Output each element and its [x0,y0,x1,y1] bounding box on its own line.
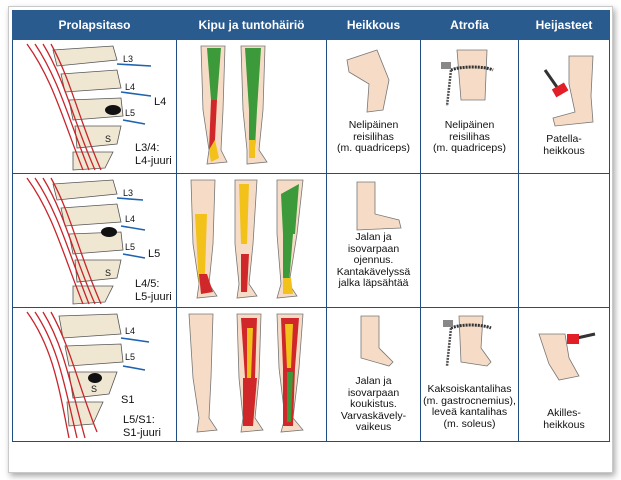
atrophy-text-l4: Nelipäinen reisilihas (m. quadriceps) [421,119,518,155]
thigh-measure-illustration [441,49,494,107]
header-pain: Kipu ja tuntohäiriö [176,10,327,40]
patella-reflex-illustration [543,55,594,127]
vertebra-label: S [91,384,97,394]
level-label-line2: L5-juuri [135,291,172,303]
weakness-cell-s1: Jalan ja isovarpaan koukistus. Varvaskäv… [326,307,421,442]
caption-line: reisilihas [449,130,490,143]
caption-line: Nelipäinen [348,119,399,131]
achilles-reflex-illustration [538,332,596,381]
foot-dorsiflexion-illustration [356,181,402,231]
knee-illustration [346,49,390,113]
pain-cell-l5 [176,173,327,308]
root-label: L5 [148,248,161,260]
figure-frame: Prolapsitaso Kipu ja tuntohäiriö Heikkou… [8,6,613,473]
level-label-line1: L3/4: [135,142,160,154]
caption-line: isovarpaan [347,386,400,399]
vertebra-label: L4 [125,214,135,224]
spine-illustration-l4: L3 L4 L5 S [26,43,152,171]
pain-cell-s1 [176,307,327,442]
pain-cell-l4 [176,39,327,174]
spine-cell-l5: L3 L4 L5 S L5 L4/5: L5-juuri [12,173,177,308]
vertebra-label: L5 [125,352,135,362]
caption-line: (m. soleus) [443,417,496,430]
vertebra-label: L4 [125,326,135,336]
table-row-l4: L3 L4 L5 S L4 L3/4: L4-juuri [12,39,610,174]
root-label: L4 [154,96,167,108]
header-reflex: Heijasteet [518,10,610,40]
caption-line: (m. quadriceps) [337,142,410,154]
atrophy-cell-s1: Kaksoiskantalihas (m. gastrocnemius), le… [420,307,519,442]
weakness-text-s1: Jalan ja isovarpaan koukistus. Varvaskäv… [327,375,420,434]
caption-line: Akilles- [547,407,581,419]
caption-line: Patella- [546,133,582,145]
caption-line: Nelipäinen [444,119,495,131]
caption-line: vaikeus [355,421,392,433]
caption-line: (m. quadriceps) [433,142,506,154]
atrophy-cell-l4: Nelipäinen reisilihas (m. quadriceps) [420,39,519,174]
reflex-cell-s1: Akilles- heikkous [518,307,610,442]
caption-line: (m. gastrocnemius), [423,394,516,407]
level-label-line2: S1-juuri [123,427,161,439]
weakness-cell-l5: Jalan ja isovarpaan ojennus. Kantakävely… [326,173,421,308]
caption-line: isovarpaan [347,242,400,255]
vertebra-label: S [105,134,111,144]
atrophy-cell-l5 [420,173,519,308]
level-label-line1: L5/S1: [123,414,155,426]
caption-line: heikkous [543,144,585,157]
vertebra-label: L3 [123,188,133,198]
prolapse-table: Prolapsitaso Kipu ja tuntohäiriö Heikkou… [12,10,610,442]
caption-line: ojennus. [353,254,394,266]
atrophy-text-s1: Kaksoiskantalihas (m. gastrocnemius), le… [421,383,518,430]
leg-pain-map-l5 [190,179,304,299]
caption-line: reisilihas [353,130,394,143]
spine-illustration-l5: L3 L4 L5 S [26,177,146,305]
table-row-s1: L4 L5 S S1 L5/S1: S1-juuri [12,307,610,442]
caption-line: jalka läpsähtää [338,277,409,289]
caption-line: Jalan ja [355,375,392,387]
table-row-l5: L3 L4 L5 S L5 L4/5: L5-juuri [12,173,610,308]
vertebra-label: L3 [123,54,133,64]
foot-plantarflexion-illustration [360,315,394,367]
spine-illustration-s1: L4 L5 S [26,311,150,439]
header-atrophy: Atrofia [420,10,519,40]
reflex-cell-l5 [518,173,610,308]
caption-line: Varvaskävely- [340,409,407,422]
vertebra-label: L4 [125,82,135,92]
header-row: Prolapsitaso Kipu ja tuntohäiriö Heikkou… [12,10,610,40]
vertebra-label: L5 [125,108,135,118]
level-label-line2: L4-juuri [135,155,172,167]
spine-cell-l4: L3 L4 L5 S L4 L3/4: L4-juuri [12,39,177,174]
reflex-text-s1: Akilles- heikkous [519,407,609,431]
caption-line: heikkous [543,418,585,431]
reflex-cell-l4: Patella- heikkous [518,39,610,174]
header-weakness: Heikkous [326,10,421,40]
spine-cell-s1: L4 L5 S S1 L5/S1: S1-juuri [12,307,177,442]
caption-line: leveä kantalihas [431,406,508,418]
header-prolapse: Prolapsitaso [12,10,177,40]
weakness-cell-l4: Nelipäinen reisilihas (m. quadriceps) [326,39,421,174]
reflex-text-l4: Patella- heikkous [519,133,609,157]
caption-line: Kantakävelyssä [336,265,411,278]
weakness-text-l4: Nelipäinen reisilihas (m. quadriceps) [327,119,420,155]
caption-line: Jalan ja [355,231,392,243]
root-label: S1 [121,394,135,406]
caption-line: Kaksoiskantalihas [427,383,512,395]
caption-line: koukistus. [350,398,397,410]
level-label-line1: L4/5: [135,278,160,290]
weakness-text-l5: Jalan ja isovarpaan ojennus. Kantakävely… [327,231,420,290]
calf-measure-illustration [443,315,492,367]
leg-pain-map-l4 [200,45,268,165]
leg-pain-map-s1 [188,313,304,433]
vertebra-label: S [105,268,111,278]
vertebra-label: L5 [125,242,135,252]
